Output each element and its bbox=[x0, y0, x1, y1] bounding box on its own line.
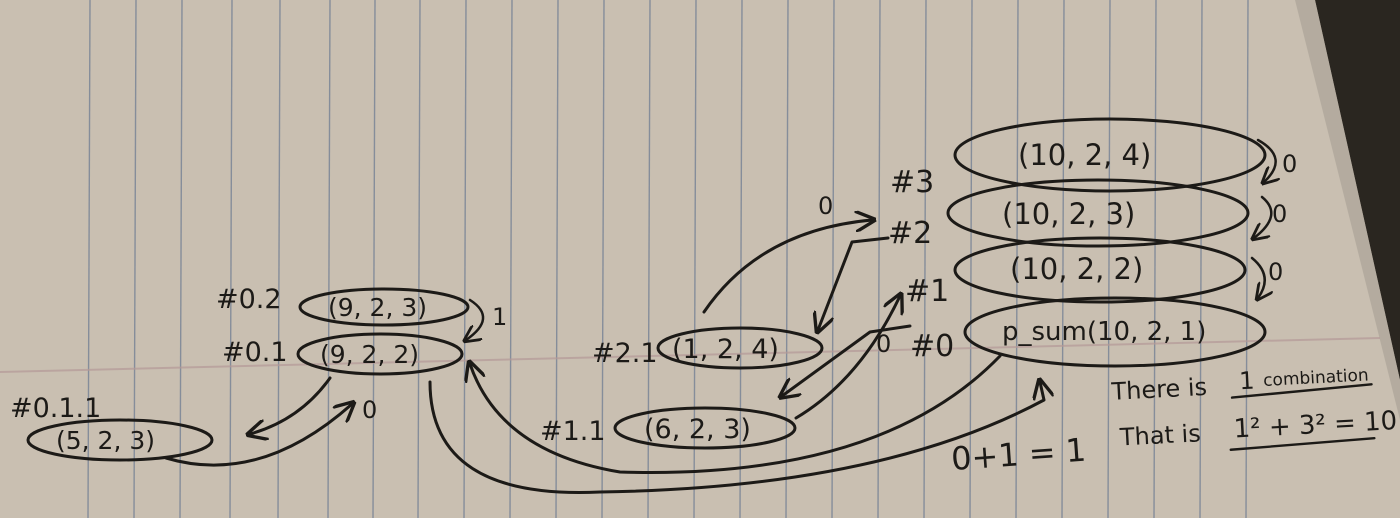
node-0-1-call: (9, 2, 2) bbox=[320, 340, 419, 369]
margin-line bbox=[0, 337, 1381, 373]
return-arrow-1-1-to-1 bbox=[794, 296, 900, 420]
call-arrow-1-to-1-1 bbox=[782, 324, 912, 396]
return-value-0-1-1: 0 bbox=[362, 396, 377, 424]
return-arrow-2-to-1 bbox=[1254, 195, 1273, 238]
return-value-3: 0 bbox=[1282, 150, 1297, 178]
sum-expression: 0+1 = 1 bbox=[950, 431, 1087, 478]
conclusion-underline bbox=[1230, 383, 1373, 399]
node-0-1-1-ellipse bbox=[26, 418, 214, 462]
node-1-1-ellipse bbox=[613, 406, 797, 450]
conclusion-underline-2 bbox=[1229, 437, 1376, 451]
return-value-1-1: 0 bbox=[876, 330, 891, 358]
node-0-ellipse bbox=[963, 296, 1267, 368]
call-arrow-0-to-0-1 bbox=[470, 354, 1002, 474]
node-0-1-ellipse bbox=[296, 332, 464, 376]
return-arrow-1-to-0 bbox=[1250, 256, 1265, 298]
node-0-label: #0 bbox=[910, 329, 954, 364]
return-arrow-0-1-to-0 bbox=[428, 382, 1044, 495]
return-arrow-0-1-1-to-0-1 bbox=[164, 404, 352, 467]
return-arrow-2-1-to-2 bbox=[702, 220, 872, 314]
node-1-1-call: (6, 2, 3) bbox=[644, 414, 751, 445]
return-value-2-1: 0 bbox=[818, 192, 833, 220]
node-1-label: #1 bbox=[905, 274, 949, 309]
return-arrow-3-to-2 bbox=[1256, 138, 1276, 182]
node-3-call: (10, 2, 4) bbox=[1018, 138, 1151, 172]
node-2-1-ellipse bbox=[656, 326, 824, 370]
node-1-ellipse bbox=[953, 236, 1247, 304]
node-2-call: (10, 2, 3) bbox=[1002, 197, 1135, 231]
node-0-1-1-call: (5, 2, 3) bbox=[56, 426, 155, 455]
return-arrow-0-2-to-0-1 bbox=[466, 298, 485, 340]
node-1-1-label: #1.1 bbox=[540, 416, 606, 447]
conclusion-line-1-number: 1 bbox=[1238, 366, 1255, 395]
node-0-2-call: (9, 2, 3) bbox=[328, 293, 427, 322]
return-value-2: 0 bbox=[1272, 200, 1287, 228]
node-2-1-label: #2.1 bbox=[592, 338, 658, 369]
call-arrow-2-to-2-1 bbox=[818, 236, 890, 330]
node-0-call: p_sum(10, 2, 1) bbox=[1002, 317, 1206, 347]
node-2-ellipse bbox=[946, 178, 1250, 248]
node-0-1-label: #0.1 bbox=[222, 337, 288, 368]
node-0-2-ellipse bbox=[298, 287, 470, 327]
node-1-call: (10, 2, 2) bbox=[1010, 252, 1143, 286]
call-arrow-0-1-to-0-1-1 bbox=[250, 376, 332, 434]
node-3-label: #3 bbox=[890, 165, 934, 200]
return-value-1: 0 bbox=[1268, 258, 1283, 286]
node-3-ellipse bbox=[953, 117, 1267, 193]
rule-lines bbox=[87, 0, 1249, 518]
node-2-label: #2 bbox=[888, 216, 932, 251]
paper-edge-shadow bbox=[1295, 0, 1400, 420]
conclusion-line-1-prefix: There is bbox=[1110, 373, 1208, 406]
conclusion-note: There is 1 combination That is 1² + 3² =… bbox=[1110, 365, 1400, 451]
return-value-0-2: 1 bbox=[492, 303, 507, 331]
node-2-1-call: (1, 2, 4) bbox=[672, 334, 779, 365]
node-0-2-label: #0.2 bbox=[216, 284, 282, 315]
node-0-1-1-label: #0.1.1 bbox=[10, 393, 101, 424]
conclusion-line-2-prefix: That is bbox=[1118, 419, 1201, 451]
